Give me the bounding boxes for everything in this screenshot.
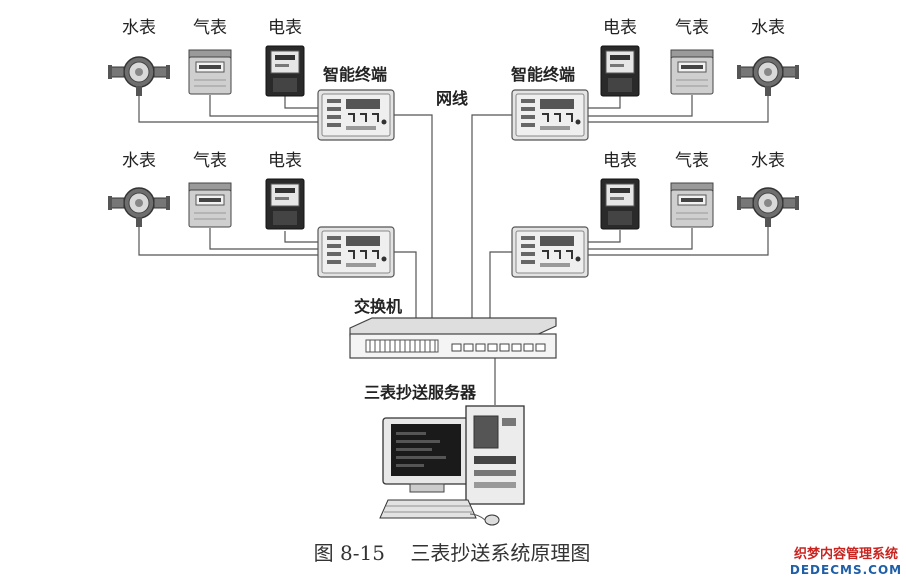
label-gas-meter: 气表 [675,18,709,38]
wire-water-bl [138,225,318,256]
wire-water-br [588,225,769,256]
cable-bl [394,251,417,318]
wire-water-tl [138,95,318,123]
smart-terminal-icon [511,89,589,141]
electric-meter-icon [265,45,305,97]
gas-meter-icon [188,182,232,228]
label-server: 三表抄送服务器 [364,383,477,402]
label-switch: 交换机 [354,297,402,316]
figure-caption: 图 8-15 三表抄送系统原理图 [314,541,591,565]
wire-gas-tr [588,95,693,117]
label-gas-meter: 气表 [193,18,227,38]
network-switch-icon [349,317,557,359]
gas-meter-icon [670,49,714,95]
label-electric-meter: 电表 [268,151,302,171]
electric-meter-icon [600,45,640,97]
water-meter-icon [736,56,800,97]
wire-elec-tl [284,96,318,109]
water-meter-icon [736,187,800,228]
watermark-domain: DEDECMS.COM [790,563,902,577]
label-water-meter: 水表 [751,151,785,171]
label-water-meter: 水表 [122,18,156,38]
watermark-text: 织梦内容管理系统 [794,546,898,562]
cable-tr [471,114,512,318]
wire-gas-br [588,228,693,250]
gas-meter-icon [670,182,714,228]
label-electric-meter: 电表 [603,18,637,38]
electric-meter-icon [265,178,305,230]
wire-elec-bl [284,231,318,243]
smart-terminal-icon [317,89,395,141]
label-gas-meter: 气表 [193,151,227,171]
water-meter-icon [107,187,171,228]
cable-br [489,251,512,318]
gas-meter-icon [188,49,232,95]
electric-meter-icon [600,178,640,230]
label-water-meter: 水表 [751,18,785,38]
label-gas-meter: 气表 [675,151,709,171]
smart-terminal-icon [511,226,589,278]
label-water-meter: 水表 [122,151,156,171]
smart-terminal-icon [317,226,395,278]
label-network-cable: 网线 [436,89,468,108]
wire-gas-tl [209,95,318,117]
wire-water-tr [588,95,769,123]
label-electric-meter: 电表 [268,18,302,38]
server-computer-icon [379,405,525,526]
label-electric-meter: 电表 [603,151,637,171]
cable-tl [394,114,433,318]
wire-elec-br [588,230,621,243]
label-smart-terminal: 智能终端 [323,65,387,84]
wire-gas-bl [209,228,318,250]
wire-elec-tr [588,96,621,109]
label-smart-terminal: 智能终端 [511,65,575,84]
water-meter-icon [107,56,171,97]
